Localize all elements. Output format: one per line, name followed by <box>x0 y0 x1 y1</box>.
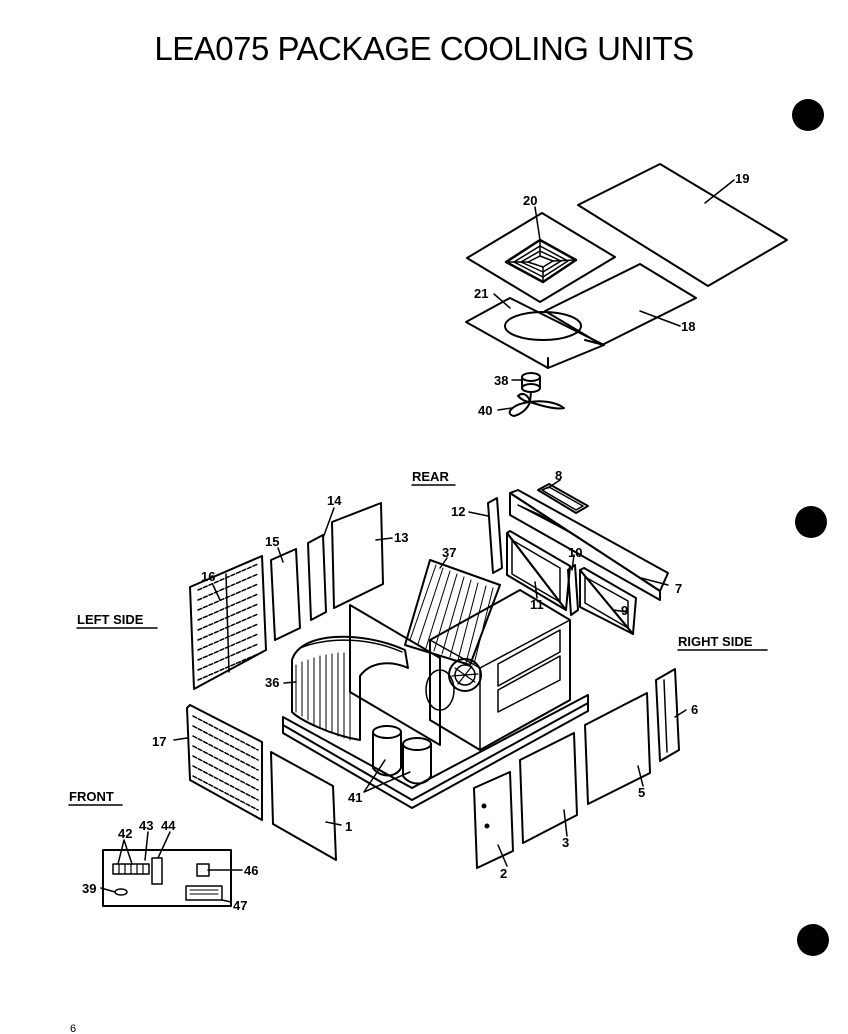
callout-17: 17 <box>152 734 166 749</box>
binder-hole-bottom <box>797 924 829 956</box>
part-1-front-panel <box>270 751 337 861</box>
page-number: 6 <box>70 1023 76 1034</box>
callout-8: 8 <box>555 468 562 483</box>
part-17-louvered-grille <box>186 704 263 821</box>
callout-20: 20 <box>523 193 537 208</box>
part-41-compressors <box>372 725 432 785</box>
callout-21: 21 <box>474 286 488 301</box>
part-8-filter-frame <box>537 483 589 514</box>
callout-7: 7 <box>675 581 682 596</box>
callout-46: 46 <box>244 863 258 878</box>
part-40-fan-blade <box>508 393 565 417</box>
callout-41: 41 <box>348 790 362 805</box>
label-front: FRONT <box>69 789 114 804</box>
part-5-side-panel <box>584 692 651 805</box>
callout-44: 44 <box>161 818 176 833</box>
binder-hole-top <box>792 99 824 131</box>
binder-hole-middle <box>795 506 827 538</box>
part-14-side-strip <box>307 534 327 621</box>
callout-13: 13 <box>394 530 408 545</box>
callout-leaders <box>100 179 735 903</box>
part-19-top-panel <box>577 163 788 287</box>
part-3-side-panel <box>519 732 578 844</box>
callout-9: 9 <box>621 603 628 618</box>
part-16-louvered-grille <box>189 555 267 690</box>
callout-numbers: 19 20 21 18 38 40 8 12 7 10 11 9 13 14 1… <box>82 171 749 913</box>
part-6-corner-post <box>655 668 680 762</box>
callout-40: 40 <box>478 403 492 418</box>
part-37-evaporator-coil <box>404 559 501 666</box>
part-7-top-rear-panel <box>509 489 669 601</box>
page-title: LEA075 PACKAGE COOLING UNITS <box>154 30 694 67</box>
label-left-side: LEFT SIDE <box>77 612 144 627</box>
callout-47: 47 <box>233 898 247 913</box>
callout-36: 36 <box>265 675 279 690</box>
callout-1: 1 <box>345 819 352 834</box>
part-12-post <box>487 497 503 574</box>
part-15-side-panel <box>270 548 301 641</box>
label-right-side: RIGHT SIDE <box>678 634 753 649</box>
part-20-fan-grille-panel <box>466 212 616 303</box>
part-9-access-panel <box>579 567 637 635</box>
callout-18: 18 <box>681 319 695 334</box>
callout-2: 2 <box>500 866 507 881</box>
part-2-access-door <box>473 771 514 869</box>
main-cabinet-base <box>282 589 589 809</box>
label-rear: REAR <box>412 469 449 484</box>
callout-38: 38 <box>494 373 508 388</box>
callout-11: 11 <box>530 597 544 612</box>
callout-6: 6 <box>691 702 698 717</box>
callout-16: 16 <box>201 569 215 584</box>
part-38-fan-motor <box>521 372 541 403</box>
callout-43: 43 <box>139 818 153 833</box>
part-13-side-panel <box>331 502 384 609</box>
callout-3: 3 <box>562 835 569 850</box>
part-21-orifice-panel <box>465 297 605 369</box>
callout-10: 10 <box>568 545 582 560</box>
part-18-top-panel <box>544 263 697 346</box>
part-36-condenser-coil <box>291 635 409 741</box>
callout-19: 19 <box>735 171 749 186</box>
callout-12: 12 <box>451 504 465 519</box>
callout-15: 15 <box>265 534 279 549</box>
callout-5: 5 <box>638 785 645 800</box>
callout-37: 37 <box>442 545 456 560</box>
callout-42: 42 <box>118 826 132 841</box>
control-box <box>102 849 232 907</box>
callout-39: 39 <box>82 881 96 896</box>
callout-14: 14 <box>327 493 342 508</box>
